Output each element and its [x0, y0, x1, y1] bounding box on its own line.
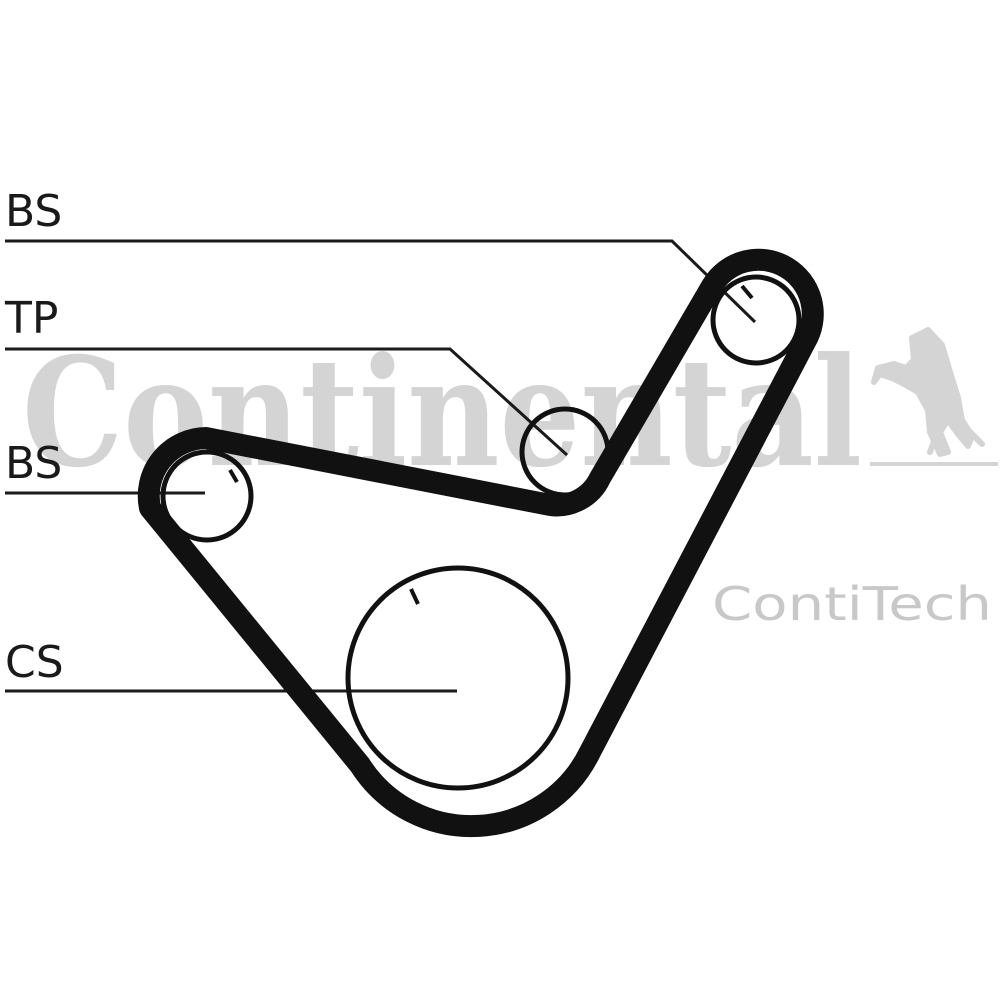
label-bs-top: BS	[5, 186, 62, 237]
leader-line-tp	[5, 347, 569, 457]
label-bs-left: BS	[5, 438, 62, 489]
pulley-bs-left	[160, 449, 254, 543]
timing-mark-bs-top	[740, 284, 754, 300]
timing-mark-bs-left	[228, 468, 239, 484]
watermark-subbrand-text: ContiTech	[712, 577, 992, 631]
leader-lines	[5, 239, 757, 693]
pulley-tp	[519, 406, 611, 498]
leader-line-bs-top	[5, 239, 757, 324]
part-labels: BS TP BS CS	[4, 186, 64, 688]
label-tp: TP	[4, 293, 58, 344]
rearing-horse-icon	[871, 327, 985, 457]
pulley-bs-top	[710, 274, 802, 366]
pulleys	[160, 274, 802, 791]
timing-mark-cs	[409, 588, 420, 605]
timing-belt	[137, 248, 824, 838]
label-cs: CS	[5, 637, 64, 688]
pulley-cs	[345, 565, 571, 791]
